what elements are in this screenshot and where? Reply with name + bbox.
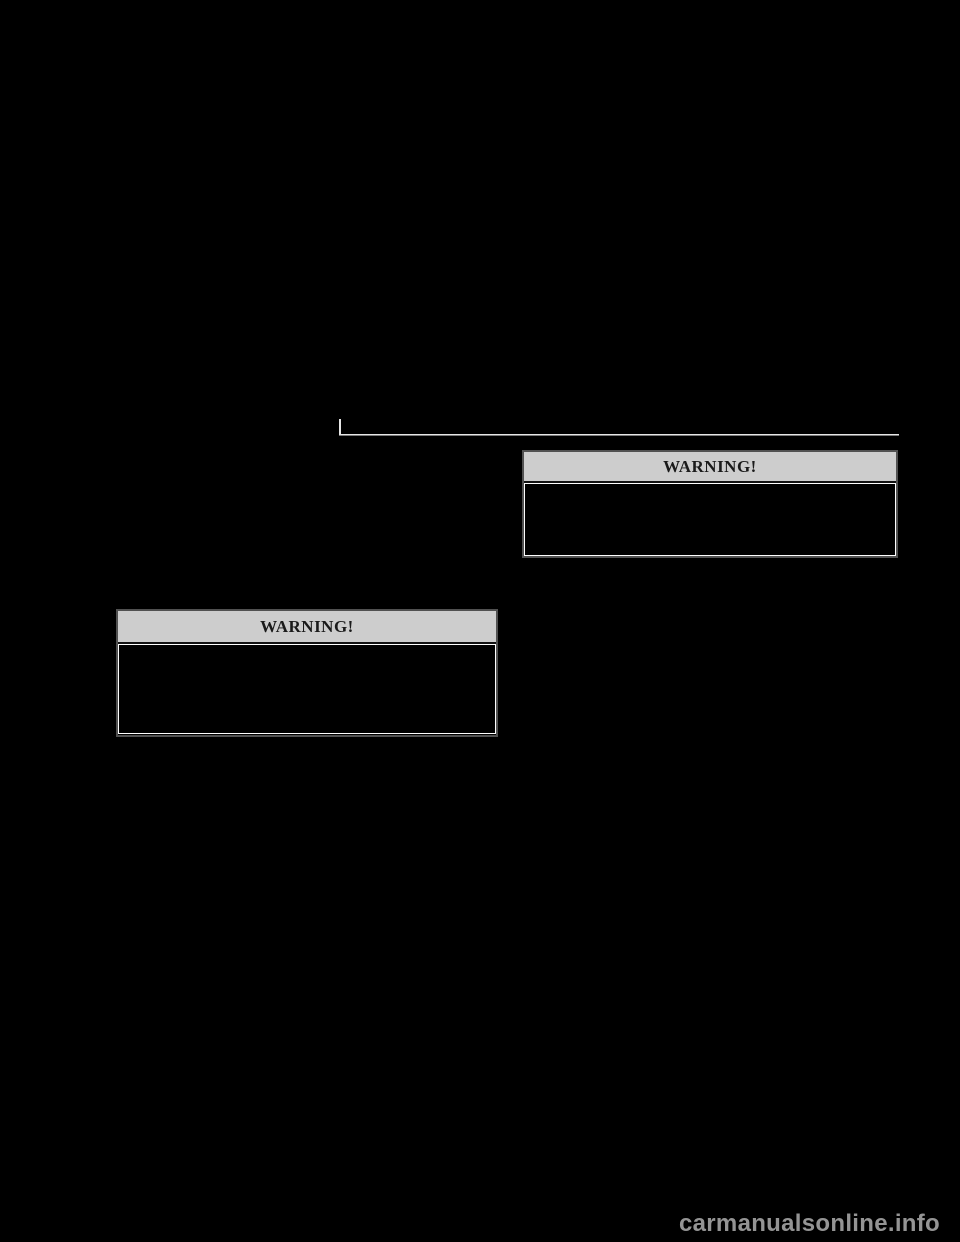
warning-header: WARNING! bbox=[118, 611, 496, 644]
warning-title: WARNING! bbox=[260, 617, 354, 636]
warning-body bbox=[524, 483, 896, 556]
section-divider-rule bbox=[339, 434, 899, 436]
warning-body bbox=[118, 644, 496, 734]
watermark-text: carmanualsonline.info bbox=[679, 1210, 941, 1237]
warning-box-left: WARNING! bbox=[116, 609, 498, 737]
warning-box-right: WARNING! bbox=[522, 450, 898, 558]
section-rule-tick bbox=[339, 419, 341, 435]
warning-title: WARNING! bbox=[663, 457, 757, 476]
warning-header: WARNING! bbox=[524, 452, 896, 483]
